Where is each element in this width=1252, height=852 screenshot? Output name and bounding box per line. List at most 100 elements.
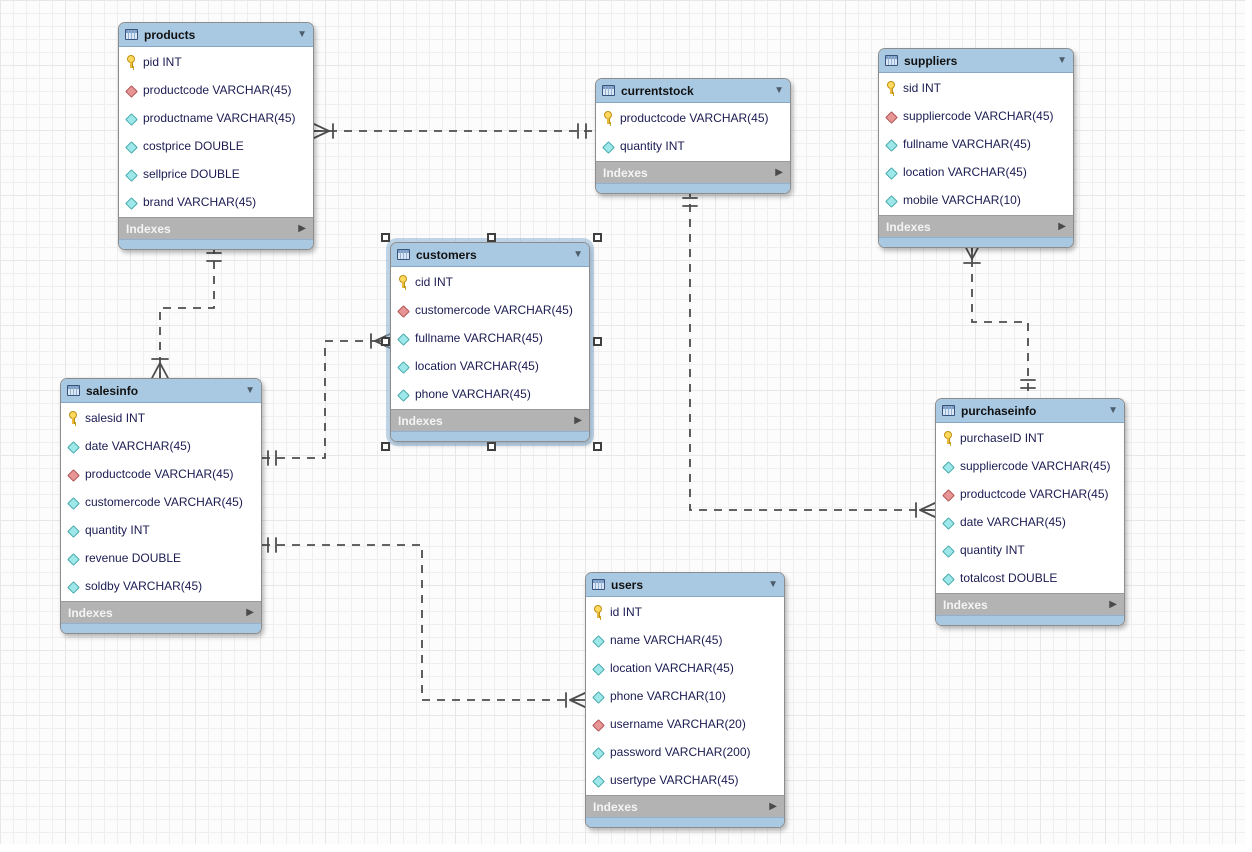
column-row[interactable]: phone VARCHAR(10) <box>586 682 784 710</box>
connector-products-currentstock[interactable] <box>313 123 595 139</box>
chevron-down-icon[interactable]: ▼ <box>1057 54 1067 66</box>
column-row[interactable]: id INT <box>586 598 784 626</box>
column-diamond-icon <box>125 111 137 125</box>
table-currentstock[interactable]: currentstock ▼ productcode VARCHAR(45) q… <box>595 78 791 194</box>
chevron-down-icon[interactable]: ▼ <box>297 28 307 40</box>
table-header[interactable]: customers ▼ <box>391 243 589 267</box>
table-suppliers[interactable]: suppliers ▼ sid INT suppliercode VARCHAR… <box>878 48 1074 248</box>
table-purchaseinfo[interactable]: purchaseinfo ▼ purchaseID INT supplierco… <box>935 398 1125 626</box>
table-products[interactable]: products ▼ pid INT productcode VARCHAR(4… <box>118 22 314 250</box>
column-row[interactable]: salesid INT <box>61 404 261 432</box>
selection-handle[interactable] <box>486 441 496 451</box>
column-row[interactable]: pid INT <box>119 48 313 76</box>
column-diamond-icon <box>942 543 954 557</box>
connector-salesinfo-users[interactable] <box>262 537 586 708</box>
selection-handle[interactable] <box>592 232 602 242</box>
column-row[interactable]: soldby VARCHAR(45) <box>61 572 261 600</box>
indexes-bar[interactable]: Indexes ▶ <box>879 215 1073 237</box>
column-row[interactable]: location VARCHAR(45) <box>586 654 784 682</box>
chevron-down-icon[interactable]: ▼ <box>774 84 784 96</box>
table-header[interactable]: suppliers ▼ <box>879 49 1073 73</box>
table-header[interactable]: users ▼ <box>586 573 784 597</box>
column-row[interactable]: purchaseID INT <box>936 424 1124 452</box>
table-users[interactable]: users ▼ id INT name VARCHAR(45) location… <box>585 572 785 828</box>
column-row[interactable]: revenue DOUBLE <box>61 544 261 572</box>
column-diamond-icon <box>592 661 604 675</box>
connector-suppliers-purchaseinfo[interactable] <box>963 243 1036 398</box>
column-row[interactable]: fullname VARCHAR(45) <box>391 324 589 352</box>
column-row[interactable]: mobile VARCHAR(10) <box>879 186 1073 214</box>
indexes-label: Indexes <box>398 413 443 428</box>
indexes-bar[interactable]: Indexes ▶ <box>391 409 589 431</box>
column-row[interactable]: usertype VARCHAR(45) <box>586 766 784 794</box>
column-diamond-icon <box>592 689 604 703</box>
column-diamond-icon <box>942 571 954 585</box>
column-diamond-icon <box>67 495 79 509</box>
expand-right-icon[interactable]: ▶ <box>1109 598 1117 610</box>
expand-right-icon[interactable]: ▶ <box>574 414 582 426</box>
indexes-bar[interactable]: Indexes ▶ <box>119 217 313 239</box>
table-header[interactable]: salesinfo ▼ <box>61 379 261 403</box>
indexes-bar[interactable]: Indexes ▶ <box>936 593 1124 615</box>
table-footer-strip <box>936 615 1124 625</box>
indexes-bar[interactable]: Indexes ▶ <box>61 601 261 623</box>
indexes-bar[interactable]: Indexes ▶ <box>586 795 784 817</box>
column-row[interactable]: customercode VARCHAR(45) <box>61 488 261 516</box>
expand-right-icon[interactable]: ▶ <box>775 166 783 178</box>
table-salesinfo[interactable]: salesinfo ▼ salesid INT date VARCHAR(45)… <box>60 378 262 634</box>
column-row[interactable]: productcode VARCHAR(45) <box>61 460 261 488</box>
column-row[interactable]: password VARCHAR(200) <box>586 738 784 766</box>
column-row[interactable]: name VARCHAR(45) <box>586 626 784 654</box>
chevron-down-icon[interactable]: ▼ <box>768 578 778 590</box>
column-row[interactable]: username VARCHAR(20) <box>586 710 784 738</box>
chevron-down-icon[interactable]: ▼ <box>573 248 583 260</box>
connector-salesinfo-customers[interactable] <box>262 333 391 466</box>
column-row[interactable]: date VARCHAR(45) <box>936 508 1124 536</box>
column-row[interactable]: suppliercode VARCHAR(45) <box>936 452 1124 480</box>
expand-right-icon[interactable]: ▶ <box>769 800 777 812</box>
column-row[interactable]: productname VARCHAR(45) <box>119 104 313 132</box>
column-row[interactable]: sid INT <box>879 74 1073 102</box>
expand-right-icon[interactable]: ▶ <box>1058 220 1066 232</box>
column-row[interactable]: productcode VARCHAR(45) <box>936 480 1124 508</box>
selection-handle[interactable] <box>592 441 602 451</box>
table-footer-strip <box>879 237 1073 247</box>
column-row[interactable]: location VARCHAR(45) <box>391 352 589 380</box>
chevron-down-icon[interactable]: ▼ <box>1108 404 1118 416</box>
column-row[interactable]: quantity INT <box>936 536 1124 564</box>
indexes-label: Indexes <box>603 165 648 180</box>
selection-handle[interactable] <box>380 232 390 242</box>
table-header[interactable]: purchaseinfo ▼ <box>936 399 1124 423</box>
selection-handle[interactable] <box>592 337 602 346</box>
column-row[interactable]: date VARCHAR(45) <box>61 432 261 460</box>
primary-key-icon <box>125 55 137 69</box>
column-row[interactable]: cid INT <box>391 268 589 296</box>
selection-handle[interactable] <box>486 232 496 242</box>
column-row[interactable]: location VARCHAR(45) <box>879 158 1073 186</box>
table-header[interactable]: products ▼ <box>119 23 313 47</box>
column-row[interactable]: productcode VARCHAR(45) <box>596 104 790 132</box>
column-row[interactable]: suppliercode VARCHAR(45) <box>879 102 1073 130</box>
expand-right-icon[interactable]: ▶ <box>298 222 306 234</box>
column-row[interactable]: quantity INT <box>61 516 261 544</box>
connector-currentstock-purchaseinfo[interactable] <box>682 189 936 518</box>
column-row[interactable]: sellprice DOUBLE <box>119 160 313 188</box>
column-row[interactable]: quantity INT <box>596 132 790 160</box>
column-row[interactable]: productcode VARCHAR(45) <box>119 76 313 104</box>
connector-products-salesinfo[interactable] <box>151 246 222 379</box>
chevron-down-icon[interactable]: ▼ <box>245 384 255 396</box>
column-row[interactable]: costprice DOUBLE <box>119 132 313 160</box>
column-row[interactable]: customercode VARCHAR(45) <box>391 296 589 324</box>
column-row[interactable]: fullname VARCHAR(45) <box>879 130 1073 158</box>
selection-handle[interactable] <box>380 441 390 451</box>
expand-right-icon[interactable]: ▶ <box>246 606 254 618</box>
selection-handle[interactable] <box>380 337 390 346</box>
table-customers[interactable]: customers ▼ cid INT customercode VARCHAR… <box>380 232 602 451</box>
column-row[interactable]: phone VARCHAR(45) <box>391 380 589 408</box>
indexes-bar[interactable]: Indexes ▶ <box>596 161 790 183</box>
column-diamond-icon <box>397 359 409 373</box>
table-header[interactable]: currentstock ▼ <box>596 79 790 103</box>
column-row[interactable]: totalcost DOUBLE <box>936 564 1124 592</box>
column-row[interactable]: brand VARCHAR(45) <box>119 188 313 216</box>
